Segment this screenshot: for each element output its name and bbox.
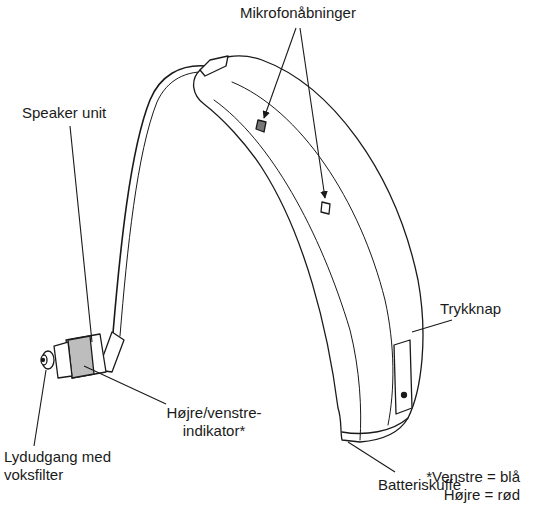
part-label: Speaker unit	[22, 104, 132, 122]
leader-line	[300, 28, 325, 198]
battery-drawer	[342, 418, 408, 433]
part-label: Mikrofonåbninger	[228, 4, 368, 22]
sound-tube	[113, 66, 206, 333]
microphone-opening	[321, 202, 330, 214]
footnote: Højre = rød	[390, 486, 520, 504]
leader-line	[34, 370, 46, 446]
part-label: Lydudgang med voksfilter	[4, 448, 126, 484]
microphone-opening	[256, 120, 266, 132]
leader-line	[348, 442, 395, 472]
leader-line	[70, 126, 92, 342]
part-label: Højre/venstre- indikator*	[158, 404, 270, 440]
leader-line	[84, 366, 166, 404]
hearing-aid-body	[194, 56, 423, 442]
part-label: Trykknap	[440, 300, 530, 318]
push-button	[394, 340, 412, 414]
leader-line	[412, 320, 452, 332]
speaker-unit	[41, 332, 124, 378]
footnote: *Venstre = blå	[390, 468, 520, 486]
leader-line	[264, 28, 296, 118]
body-ridge	[232, 82, 393, 425]
